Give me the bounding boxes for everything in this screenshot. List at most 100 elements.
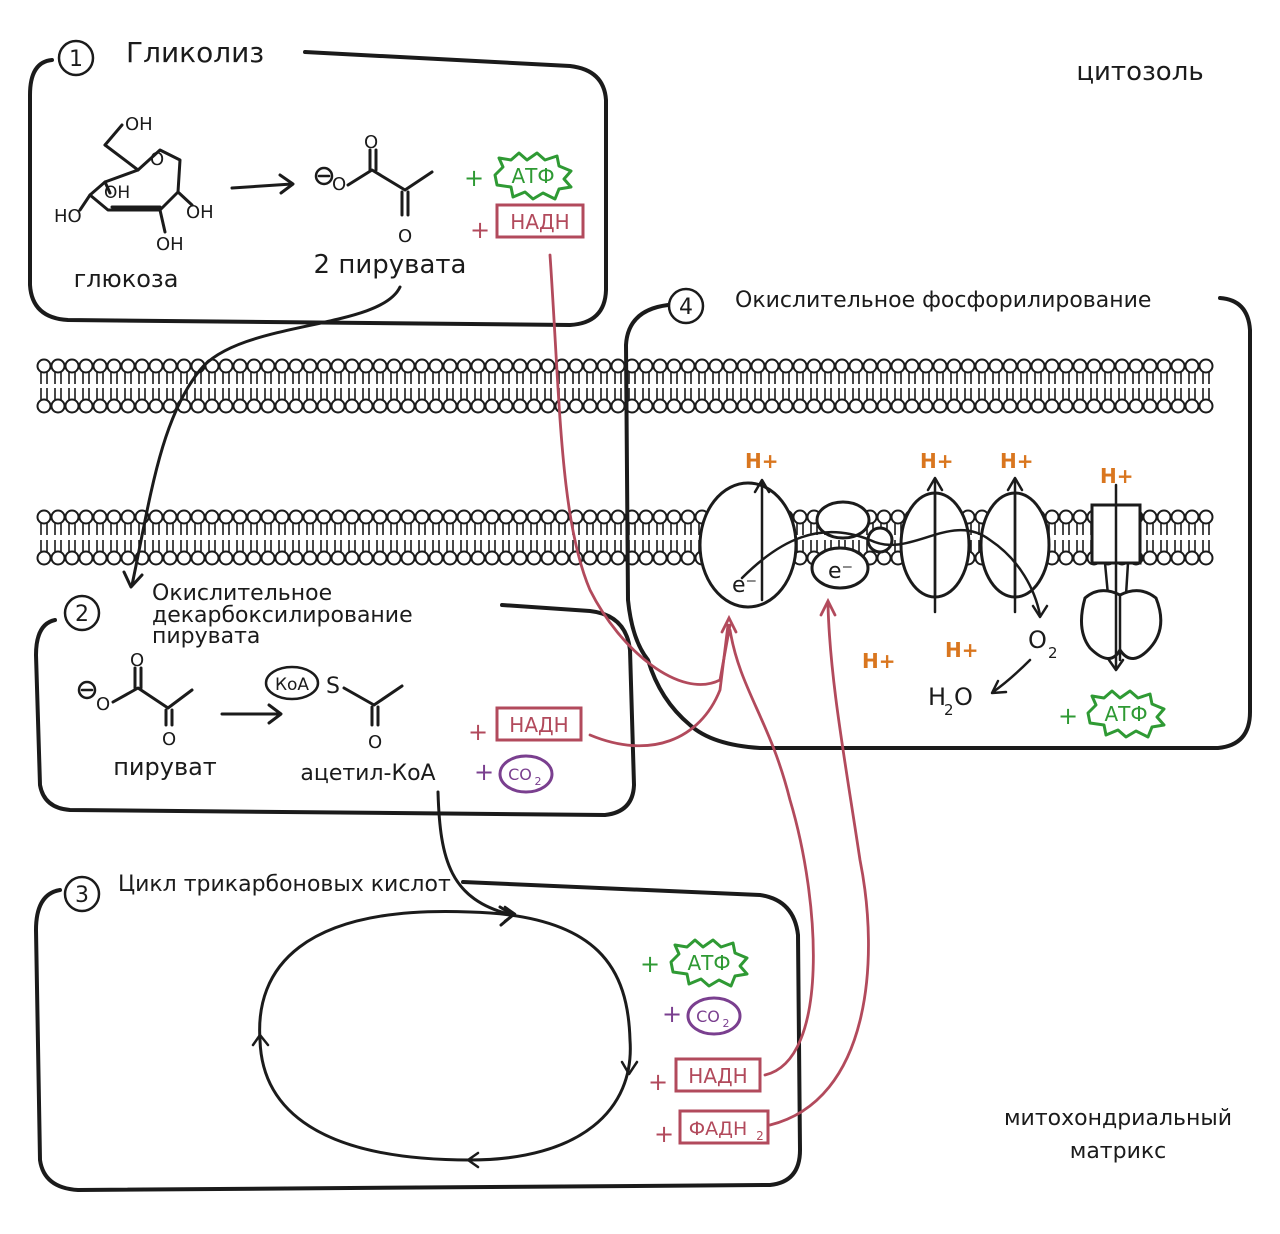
pyruvate-transport-arrow (130, 285, 402, 587)
svg-text:2: 2 (944, 701, 954, 719)
proton-label: H+ (745, 449, 779, 473)
stage-decarboxylation: 2 Окислительное декарбоксилирование пиру… (34, 581, 636, 817)
proton-label: H+ (945, 638, 979, 662)
svg-text:НАДН: НАДН (509, 713, 568, 737)
complex-i (698, 481, 798, 609)
svg-text:НАДН: НАДН (688, 1064, 747, 1088)
cytosol-label: цитозоль (1076, 57, 1203, 87)
oxygen-label: O 2 (1028, 626, 1058, 662)
atp-badge-glycolysis: АТФ (493, 151, 573, 201)
acetyl-coa-structure: КоА S O (264, 665, 404, 753)
electron-transport-chain: e⁻ e⁻ H+ H+ H+ H+ H+ H+ (698, 449, 1166, 739)
glycolysis-box (28, 50, 608, 327)
tca-box (34, 880, 802, 1192)
stage-tca: 3 Цикл трикарбоновых кислот + АТФ + CO 2… (34, 872, 802, 1192)
nadh-badge-decarboxylation: НАДН (495, 706, 583, 742)
stage-2-title-line3: пирувата (152, 624, 260, 649)
stage-glycolysis: 1 Гликолиз OH O OH OH OH HO глюкоза O (28, 36, 608, 327)
proton-label: H+ (920, 449, 954, 473)
electron-label-2: e⁻ (828, 559, 853, 584)
svg-text:OH: OH (156, 234, 184, 255)
svg-text:O: O (398, 226, 412, 247)
svg-text:O: O (130, 650, 144, 671)
atp-badge-tca: АТФ (669, 938, 749, 988)
stage-1-title: Гликолиз (126, 36, 264, 69)
svg-text:2: 2 (756, 1129, 764, 1143)
svg-text:O: O (368, 732, 382, 753)
complex-ii-lower (810, 546, 870, 590)
stage-3-number: 3 (75, 883, 89, 908)
svg-text:CO: CO (696, 1007, 720, 1026)
outer-membrane (36, 358, 1214, 414)
co2-badge-tca: CO 2 (686, 996, 742, 1036)
svg-text:КоА: КоА (275, 675, 309, 695)
pyruvate-structure-1: O O O (314, 132, 434, 247)
tca-cycle-loop (258, 909, 632, 1162)
decarboxylation-box (34, 603, 636, 817)
svg-text:OH: OH (104, 183, 130, 203)
matrix-label-line1: митохондриальный (1004, 1106, 1232, 1131)
proton-label: H+ (1100, 464, 1134, 488)
plus-sign: + (662, 1000, 682, 1028)
svg-text:HO: HO (54, 206, 82, 227)
svg-text:2: 2 (535, 775, 542, 788)
matrix-label-line2: матрикс (1070, 1139, 1167, 1164)
svg-text:O: O (162, 729, 176, 750)
stage-3-title: Цикл трикарбоновых кислот (118, 872, 451, 897)
stage-2-title-line2: декарбоксилирование (152, 603, 413, 628)
svg-text:O: O (1028, 626, 1047, 654)
svg-text:2: 2 (1048, 644, 1058, 662)
stage-2-number-circle (63, 594, 101, 632)
glucose-label: глюкоза (74, 265, 179, 293)
plus-sign: + (1058, 702, 1078, 730)
stage-2-number: 2 (75, 602, 89, 627)
proton-label: H+ (1000, 449, 1034, 473)
svg-text:O: O (364, 132, 378, 153)
stage-oxphos: 4 Окислительное фосфорилирование (624, 287, 1252, 750)
stage-4-number: 4 (679, 295, 693, 320)
pyruvate-label: пируват (113, 753, 217, 781)
acetyl-coa-to-cycle-arrow (436, 790, 514, 917)
atp-badge-oxphos: АТФ (1086, 689, 1166, 739)
stage-3-number-circle (63, 875, 101, 913)
svg-text:S: S (326, 674, 340, 699)
stage-1-number-circle (57, 39, 95, 77)
svg-text:O: O (332, 174, 346, 195)
plus-sign: + (464, 164, 484, 192)
plus-sign: + (640, 950, 660, 978)
svg-text:O: O (954, 683, 973, 711)
nadh-badge-tca: НАДН (674, 1057, 762, 1093)
stage-2-title-line1: Окислительное (152, 581, 332, 606)
nadh-badge-glycolysis: НАДН (495, 203, 585, 239)
svg-text:O: O (150, 149, 164, 170)
co2-badge-decarboxylation: CO 2 (498, 754, 554, 794)
svg-text:АТФ: АТФ (511, 164, 554, 188)
water-label: H 2 O (928, 683, 973, 719)
svg-text:H: H (928, 683, 946, 711)
glycolysis-arrow (230, 182, 294, 190)
proton-label: H+ (862, 649, 896, 673)
svg-text:АТФ: АТФ (687, 951, 730, 975)
acetyl-coa-label: ацетил-КоА (300, 761, 435, 786)
plus-sign: + (474, 758, 494, 786)
electron-carrier-arrows (548, 253, 870, 1127)
plus-sign: + (654, 1120, 674, 1148)
pyruvate-label-glycolysis: 2 пирувата (314, 250, 467, 280)
plus-sign: + (470, 216, 490, 244)
fadh2-badge-tca: ФАДН 2 (678, 1109, 770, 1145)
pyruvate-structure-2: O O O (77, 650, 194, 750)
svg-text:OH: OH (125, 114, 153, 135)
oxphos-box (624, 296, 1252, 750)
svg-text:АТФ: АТФ (1104, 702, 1147, 726)
svg-text:O: O (96, 694, 110, 715)
plus-sign: + (468, 718, 488, 746)
stage-1-number: 1 (69, 47, 83, 72)
stage-4-number-circle (667, 287, 705, 325)
plus-sign: + (648, 1068, 668, 1096)
svg-text:OH: OH (186, 202, 214, 223)
complex-ii (815, 500, 871, 540)
svg-text:2: 2 (723, 1017, 730, 1030)
svg-text:НАДН: НАДН (510, 210, 569, 234)
electron-path (740, 528, 1042, 617)
